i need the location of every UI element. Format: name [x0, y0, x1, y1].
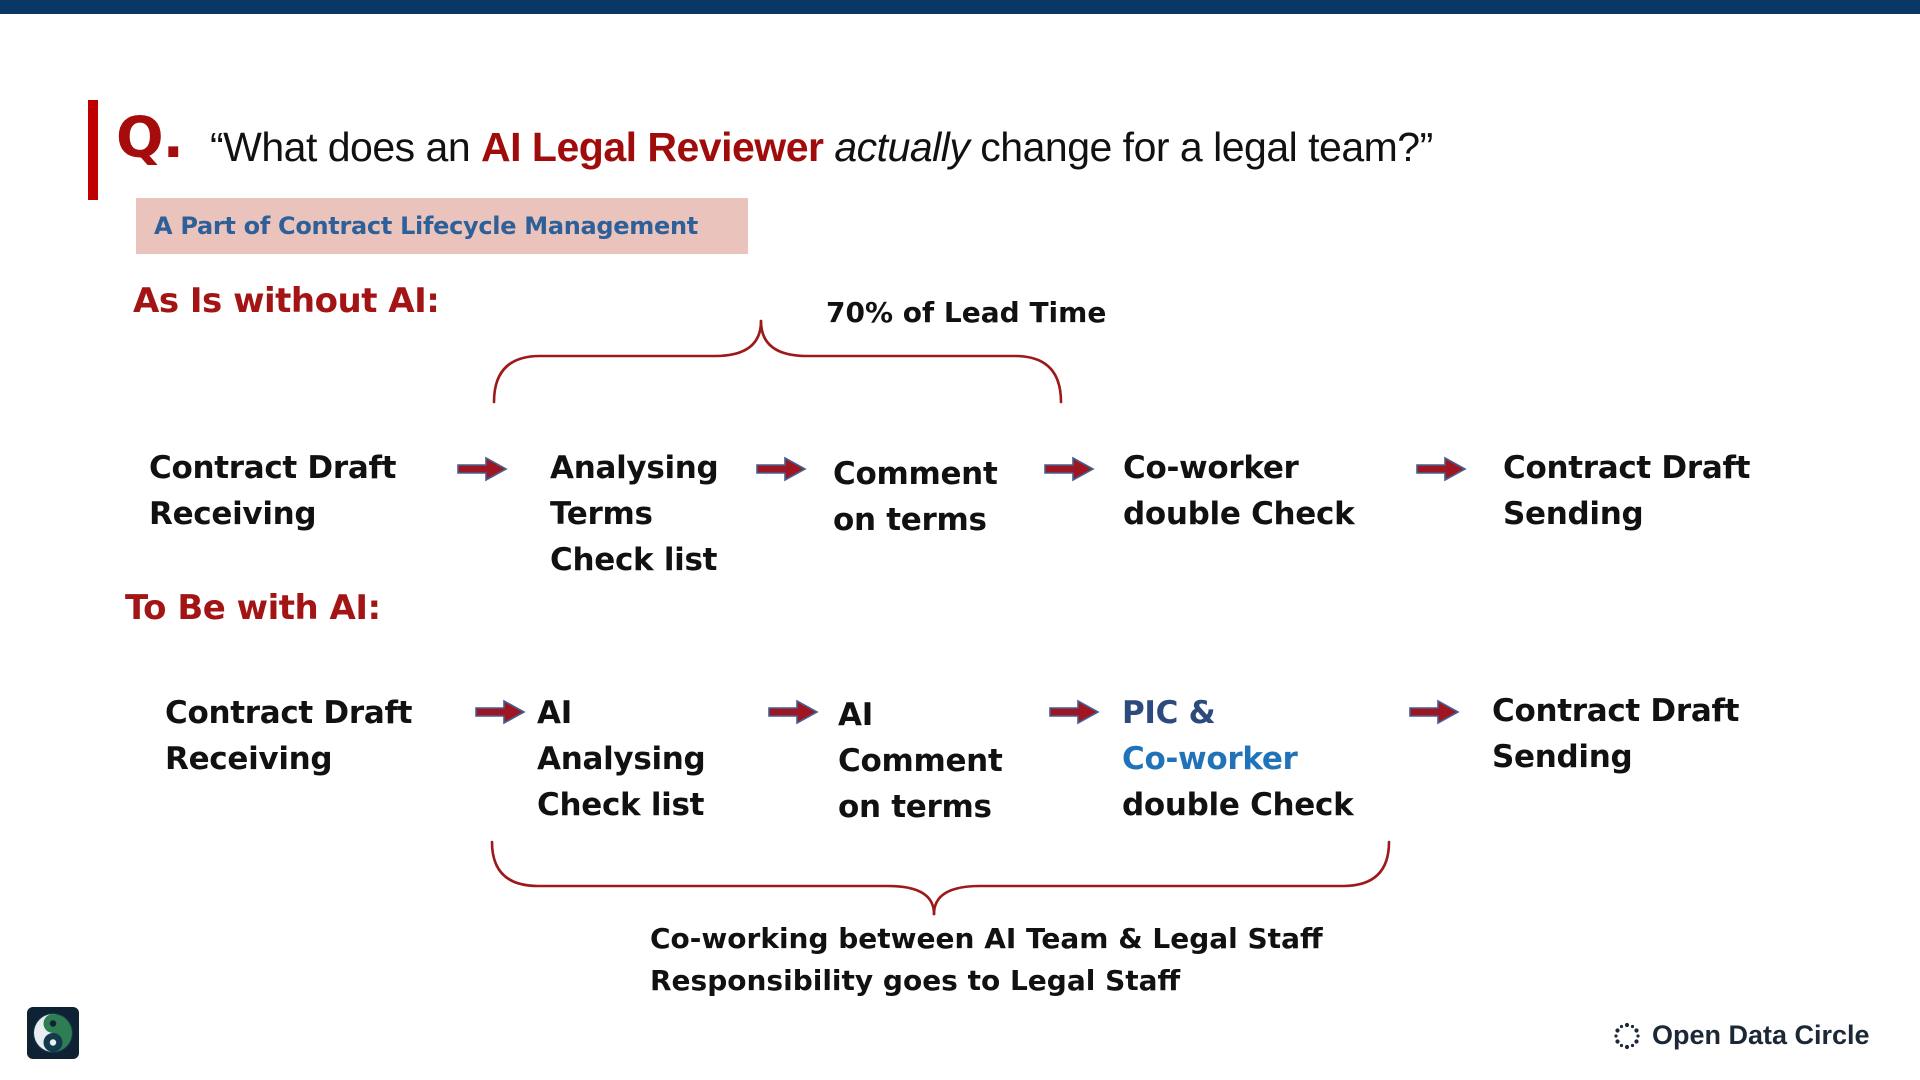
to-be-step-ai-comment-on-terms: AI Comment on terms	[838, 697, 1003, 825]
title-sep	[823, 124, 834, 170]
arrow-right-icon	[1044, 456, 1095, 482]
arrow-right-icon	[1049, 699, 1100, 725]
arrow-right-icon	[457, 456, 508, 482]
top-curly-brace	[492, 319, 1063, 404]
section-to-be-label: To Be with AI:	[125, 588, 381, 628]
as-is-step-contract-draft-sending: Contract Draft Sending	[1503, 450, 1751, 532]
bottom-curly-brace	[490, 840, 1391, 916]
to-be-step-ai-analysing-checklist: AI Analysing Check list	[537, 695, 706, 823]
dotted-circle-icon	[1614, 1022, 1640, 1049]
section-as-is-label: As Is without AI:	[133, 281, 440, 321]
arrow-right-icon	[1409, 699, 1460, 725]
title-highlight: AI Legal Reviewer	[481, 124, 824, 170]
to-be-step-contract-draft-receiving: Contract Draft Receiving	[165, 695, 413, 777]
as-is-step-contract-draft-receiving: Contract Draft Receiving	[149, 450, 397, 532]
top-accent-bar	[0, 0, 1920, 14]
title-part1: “What does an	[210, 124, 482, 170]
as-is-step-coworker-double-check: Co-worker double Check	[1123, 450, 1355, 532]
to-be-step-pic-coworker-double-check: PIC & Co-worker double Check	[1122, 690, 1354, 828]
question-label: Q.	[116, 106, 184, 171]
coworker-label: Co-worker	[1122, 741, 1298, 777]
arrow-right-icon	[768, 699, 819, 725]
subtitle-badge: A Part of Contract Lifecycle Management	[136, 198, 748, 254]
pic-label: PIC &	[1122, 695, 1216, 731]
arrow-right-icon	[1416, 456, 1467, 482]
arrow-right-icon	[475, 699, 526, 725]
as-is-step-comment-on-terms: Comment on terms	[833, 456, 998, 538]
yin-yang-globe-logo	[27, 1007, 79, 1059]
as-is-step-analysing-terms-checklist: Analysing Terms Check list	[550, 450, 719, 578]
lead-time-label: 70% of Lead Time	[826, 296, 1107, 329]
arrow-right-icon	[756, 456, 807, 482]
title-accent-bar	[88, 100, 98, 200]
co-working-note: Co-working between AI Team & Legal Staff…	[650, 922, 1323, 997]
to-be-step-contract-draft-sending: Contract Draft Sending	[1492, 693, 1740, 775]
page-title: “What does an AI Legal Reviewer actually…	[210, 124, 1433, 171]
double-check-label: double Check	[1122, 787, 1354, 823]
title-part2: change for a legal team?”	[969, 124, 1433, 170]
title-italic-word: actually	[834, 124, 970, 170]
brand-lockup: Open Data Circle	[1612, 1020, 1870, 1051]
brand-name: Open Data Circle	[1652, 1020, 1870, 1050]
